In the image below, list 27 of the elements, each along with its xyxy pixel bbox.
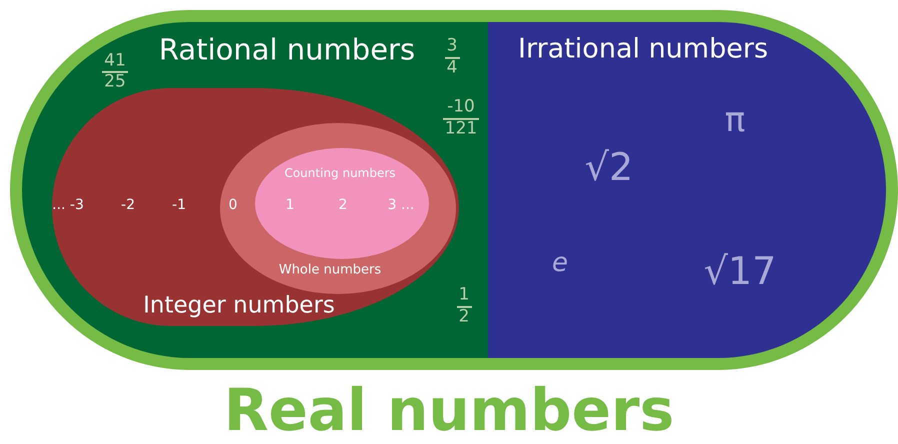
set-region <box>22 22 488 358</box>
fraction-label: 3 <box>446 38 458 54</box>
number-label: ... -3 <box>52 198 84 212</box>
number-label: -1 <box>172 198 186 212</box>
set-label: Counting numbers <box>284 167 396 179</box>
set-label: Irrational numbers <box>518 36 768 62</box>
number-symbol: √17 <box>704 252 776 290</box>
set-label: Integer numbers <box>143 294 335 318</box>
fraction-label: 1 <box>458 286 470 304</box>
fraction-label: 2 <box>458 308 470 326</box>
number-symbol: π <box>724 103 746 137</box>
set-label: Rational numbers <box>158 36 416 64</box>
number-label: 0 <box>228 198 238 212</box>
fraction-label: 121 <box>444 120 478 138</box>
fraction-label: -10 <box>447 98 475 116</box>
number-label: 2 <box>338 198 348 212</box>
fraction-label: 25 <box>104 74 126 90</box>
fraction-label: 41 <box>104 52 126 70</box>
number-label: 3 ... <box>388 198 414 212</box>
fraction-label: 4 <box>446 60 458 76</box>
number-label: 1 <box>286 198 294 212</box>
number-label: -2 <box>121 198 135 212</box>
set-region <box>488 22 886 358</box>
set-label: Whole numbers <box>278 264 382 276</box>
set-heading: Real numbers <box>224 381 674 439</box>
number-symbol: √2 <box>584 148 634 186</box>
number-symbol: e <box>552 250 568 276</box>
